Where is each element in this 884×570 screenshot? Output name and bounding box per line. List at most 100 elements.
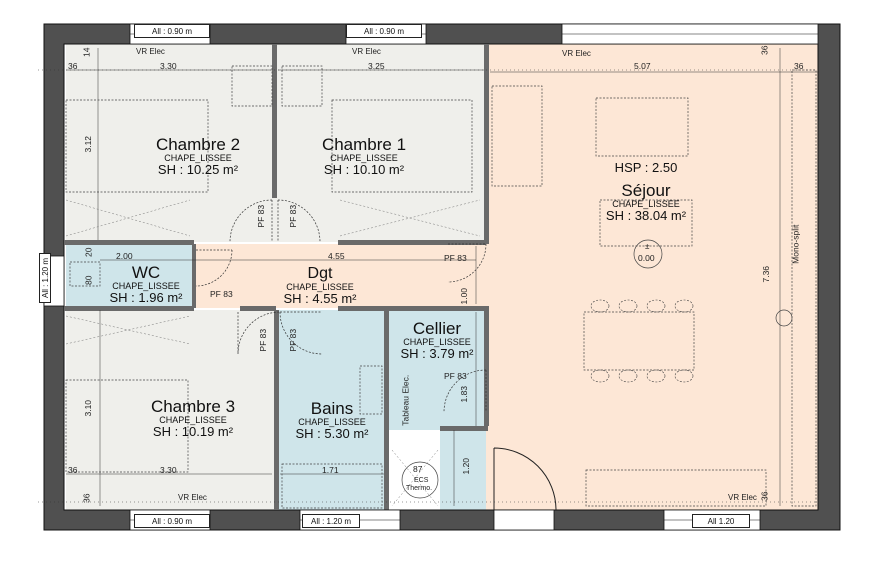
room-finish: CHAPE_LISSEE [330, 152, 398, 163]
room-finish: CHAPE_LISSEE [159, 414, 227, 425]
coffee-table [595, 97, 689, 157]
door-bains [279, 311, 323, 355]
room-name: WC [131, 263, 161, 282]
dim-14: 14 [81, 47, 92, 57]
doors [195, 199, 487, 413]
dim-80: 80 [83, 275, 94, 285]
room-finish: CHAPE_LISSEE [612, 198, 680, 209]
room-area: SH : 10.10 m² [323, 162, 405, 178]
room-chambre3: Chambre 3 CHAPE_LISSEE SH : 10.19 m² [151, 398, 235, 439]
bed-chambre1 [331, 99, 473, 193]
pf-bains: PF 83 [288, 328, 299, 352]
room-name: Chambre 2 [155, 135, 241, 154]
level-sign: ± [645, 242, 650, 251]
level-value: 0.00 [638, 253, 655, 263]
dim-wc-width: 2.00 [116, 251, 133, 261]
room-area: SH : 5.30 m² [295, 426, 369, 442]
pf-chambre2: PF 83 [256, 204, 267, 228]
dim-cellier-183: 1.83 [459, 385, 470, 403]
room-area: SH : 3.79 m² [400, 346, 474, 362]
dim-20: 20 [83, 247, 94, 257]
room-area: SH : 10.19 m² [152, 424, 234, 440]
room-finish: CHAPE_LISSEE [112, 280, 180, 291]
room-name: Bains [310, 399, 354, 418]
door-cellier [443, 369, 487, 413]
cellier-fill [388, 310, 486, 430]
dim-36-top-right: 36 [759, 45, 770, 55]
wc-fill [66, 244, 196, 308]
dim-36-bottom-left-v: 36 [81, 493, 92, 503]
window-label-top-left: All : 0.90 m [134, 24, 210, 38]
armchair-block [599, 199, 693, 247]
water-heater [401, 461, 439, 499]
door-chambre1 [277, 199, 321, 243]
bed-chambre2 [65, 99, 209, 193]
dim-bains-width: 1.71 [322, 465, 339, 475]
dim-chambre1-width: 3.25 [368, 61, 385, 71]
kitchen-counter [791, 69, 817, 507]
vr-elec-sejour: VR Elec [562, 49, 591, 58]
bains-fill [278, 310, 386, 510]
dimension-lines [38, 48, 818, 506]
room-cellier: Cellier CHAPE_LISSEE SH : 3.79 m² [401, 320, 474, 361]
room-area: SH : 4.55 m² [283, 291, 357, 307]
vr-elec-chambre3: VR Elec [178, 493, 207, 502]
partitions [64, 44, 489, 510]
ecs-label: ECS [414, 477, 429, 484]
window-label-bottom-mid: All : 1.20 m [302, 514, 360, 528]
chambre1-fill [276, 44, 486, 242]
pf-chambre1: PF 83 [288, 204, 299, 228]
dim-dgt-length: 4.55 [328, 251, 345, 261]
window-label-top-mid: All : 0.90 m [346, 24, 422, 38]
room-name: Séjour [621, 181, 671, 200]
dim-chambre3-depth: 3.10 [83, 399, 94, 417]
dim-chambre2-width: 3.30 [160, 61, 177, 71]
wc-bowl [69, 261, 101, 287]
room-finish: CHAPE_LISSEE [403, 336, 471, 347]
pf-wc: PF 83 [210, 289, 233, 299]
door-chambre2 [229, 199, 273, 243]
window-label-bottom-right: All 1.20 [692, 514, 750, 528]
closet-hatches [65, 199, 481, 507]
dim-120: 1.20 [461, 457, 472, 475]
dim-36-bottom-left: 36 [68, 465, 78, 475]
room-sejour: Séjour CHAPE_LISSEE SH : 38.04 m² [606, 182, 686, 223]
room-finish: CHAPE_LISSEE [164, 152, 232, 163]
room-area: SH : 1.96 m² [109, 290, 183, 306]
chambre2-fill [66, 44, 276, 242]
kitchen-island [585, 469, 767, 507]
pf-cellier: PF 83 [444, 371, 467, 381]
dim-sejour-depth: 7.36 [761, 265, 772, 283]
pf-dgt: PF 83 [444, 253, 467, 263]
room-area: SH : 38.04 m² [605, 208, 687, 224]
chambre3-fill [66, 310, 276, 510]
sofa [491, 85, 543, 187]
room-name: Chambre 3 [150, 397, 236, 416]
desk-chambre1 [281, 65, 323, 107]
entry-door [493, 447, 557, 511]
room-name: Dgt [307, 265, 333, 282]
level-marker [633, 239, 663, 269]
washbasin [359, 365, 383, 415]
dim-dgt-100: 1.00 [459, 287, 470, 305]
dim-36-top-left: 36 [68, 61, 78, 71]
window-label-left: All : 1.20 m [39, 253, 51, 303]
dim-chambre2-depth: 3.12 [83, 135, 94, 153]
room-name: Cellier [412, 319, 462, 338]
cellier-lower-fill [440, 430, 486, 510]
door-chambre3 [237, 311, 281, 355]
bed-chambre3 [65, 379, 189, 473]
room-chambre2: Chambre 2 CHAPE_LISSEE SH : 10.25 m² [156, 136, 240, 177]
window-label-bottom-left: All : 0.90 m [134, 514, 210, 528]
room-wc: WC CHAPE_LISSEE SH : 1.96 m² [110, 264, 183, 305]
vr-elec-chambre1: VR Elec [352, 47, 381, 56]
desk-chambre2 [231, 65, 273, 107]
light-fixture [775, 309, 793, 327]
door-dgt [447, 243, 487, 283]
room-dgt: Dgt CHAPE_LISSEE SH : 4.55 m² [283, 265, 357, 307]
sejour-fill [486, 44, 818, 510]
room-area: SH : 10.25 m² [157, 162, 239, 178]
room-fills [66, 44, 818, 510]
dim-36-bottom-right-v: 36 [759, 491, 770, 501]
dim-sejour-width: 5.07 [634, 61, 651, 71]
